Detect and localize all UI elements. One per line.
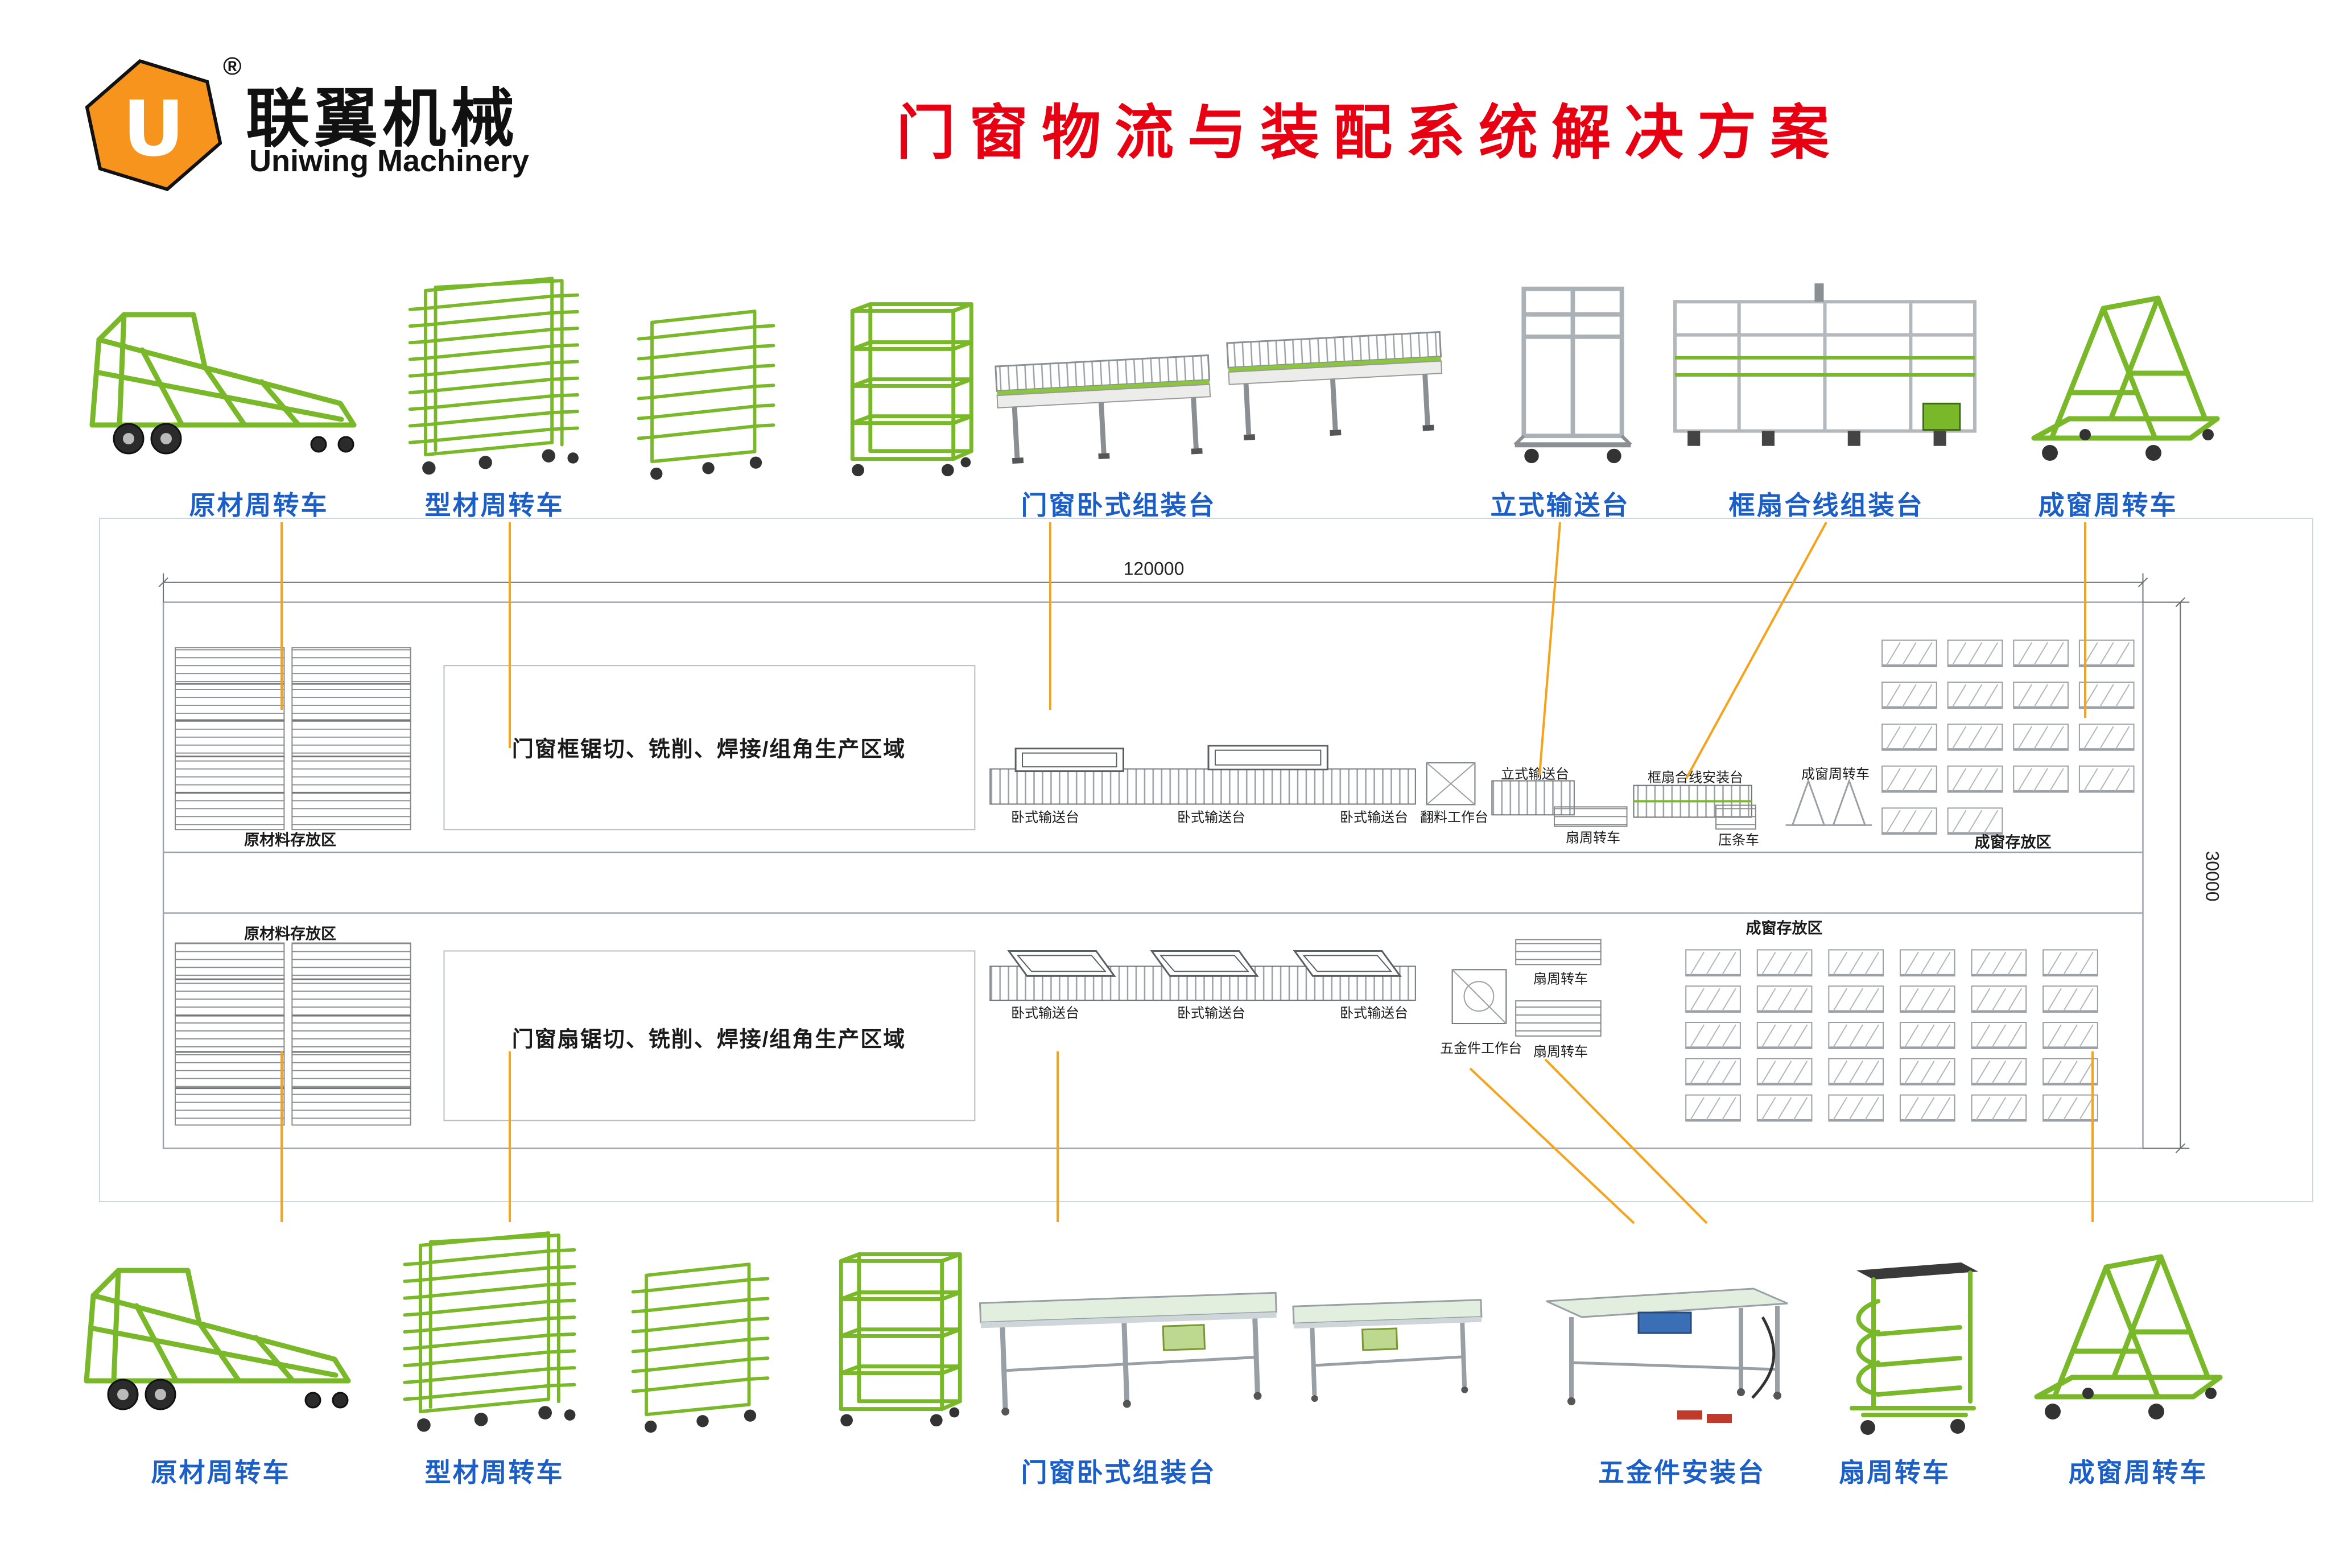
brand-name-cn: 联翼机械: [246, 83, 519, 154]
finished-storage-top: [1881, 639, 2135, 835]
frame-sash-line-machine-icon: [1664, 272, 1986, 472]
page-title: 门窗物流与装配系统解决方案: [896, 100, 1843, 166]
sash-cart-plan-b1: [1515, 939, 1602, 965]
sash-cart-b2-label: 扇周转车: [1533, 1044, 1588, 1060]
profile-rack-cart-icon: [382, 262, 599, 484]
sash-cart-plan-top: [1553, 806, 1628, 827]
top-label-raw-material-cart: 原材周转车: [189, 490, 329, 520]
trailer-cart-icon: [68, 1243, 364, 1420]
assembly-table-icon: [976, 1255, 1488, 1425]
trailer-cart-icon: [74, 287, 370, 464]
top-label-finished-cart: 成窗周转车: [2038, 490, 2178, 520]
sash-production-zone-label: 门窗扇锯切、铣削、焊接/组角生产区域: [511, 1028, 906, 1052]
sash-cart-icon: [1823, 1237, 1994, 1442]
profile-rack-cart-medium-icon: [617, 296, 799, 484]
finished-storage-label-bottom: 成窗存放区: [1746, 919, 1823, 937]
sash-production-zone-box: [443, 950, 976, 1121]
bottom-label-sash-cart: 扇周转车: [1839, 1458, 1950, 1487]
top-label-vertical-conveyor: 立式输送台: [1490, 490, 1630, 520]
bead-cart-label: 压条车: [1718, 832, 1759, 848]
hardware-worktable-label: 五金件工作台: [1440, 1041, 1522, 1057]
bottom-label-assembly-table: 门窗卧式组装台: [1021, 1458, 1216, 1487]
hardware-worktable-plan: [1451, 969, 1507, 1025]
sash-cart-b1-label: 扇周转车: [1533, 971, 1588, 987]
bottom-label-hardware-table: 五金件安装台: [1598, 1458, 1765, 1487]
sash-conveyor1-label: 卧式输送台: [1011, 1005, 1079, 1021]
plan-dim-height: 30000: [2202, 851, 2223, 902]
profile-rack-cart-medium-icon: [612, 1249, 794, 1437]
roller-assembly-table-icon: [984, 287, 1462, 467]
raw-storage-label-bottom: 原材料存放区: [244, 925, 336, 943]
frame-conveyor1-label: 卧式输送台: [1011, 810, 1079, 826]
a-frame-cart-icon: [2017, 273, 2233, 472]
uniwing-logo-icon: U: [85, 59, 222, 192]
raw-storage-racks-top: [175, 647, 411, 831]
plan-outline: [162, 601, 2144, 1149]
finished-cart-plan: [1785, 778, 1872, 826]
plan-dim-width: 120000: [1123, 558, 1185, 579]
bottom-label-finished-cart: 成窗周转车: [2068, 1458, 2208, 1487]
raw-storage-label-top: 原材料存放区: [244, 831, 336, 849]
frame-conveyor3-label: 卧式输送台: [1340, 810, 1408, 826]
top-label-assembly-table: 门窗卧式组装台: [1021, 490, 1216, 520]
floor-plan: 120000 30000 原材料存放区 门窗框锯切、铣削、焊接/组角生产区域 卧…: [99, 518, 2313, 1202]
sash-cart-plan-top-label: 扇周转车: [1566, 830, 1620, 846]
top-label-profile-cart: 型材周转车: [424, 490, 564, 520]
flip-worktable-label: 翻料工作台: [1420, 810, 1488, 826]
frame-sash-install-label: 框扇合线安装台: [1648, 770, 1743, 786]
bottom-label-raw-material-cart: 原材周转车: [151, 1458, 291, 1487]
shelf-cart-icon: [822, 287, 981, 484]
frame-production-zone-box: [443, 665, 976, 831]
sash-conveyor2-label: 卧式输送台: [1177, 1005, 1245, 1021]
profile-rack-cart-icon: [377, 1215, 596, 1442]
registered-mark: ®: [223, 52, 242, 80]
frame-conveyor2-label: 卧式输送台: [1177, 810, 1245, 826]
sash-cart-plan-b2: [1515, 1000, 1602, 1037]
frame-production-zone-label: 门窗框锯切、铣削、焊接/组角生产区域: [511, 737, 906, 762]
sash-line-conveyor: [989, 950, 1416, 1001]
finished-storage-bottom: [1685, 948, 2099, 1122]
flip-worktable-plan: [1426, 762, 1476, 806]
vertical-conveyor-plan-label: 立式输送台: [1501, 766, 1569, 782]
vertical-conveyor-icon: [1505, 279, 1639, 468]
shelf-cart-icon: [811, 1237, 970, 1434]
hardware-install-table-icon: [1536, 1249, 1798, 1437]
finished-storage-label-top: 成窗存放区: [1974, 833, 2052, 851]
sash-conveyor3-label: 卧式输送台: [1340, 1005, 1408, 1021]
raw-storage-racks-bottom: [175, 942, 411, 1126]
floor-plan-linework: [158, 573, 2190, 1153]
frame-line-conveyor: [989, 745, 1416, 805]
brand-name-en: Uniwing Machinery: [249, 144, 530, 178]
a-frame-cart-icon: [2020, 1232, 2236, 1431]
top-label-frame-sash-machine: 框扇合线组装台: [1728, 490, 1924, 520]
bottom-label-profile-cart: 型材周转车: [424, 1458, 564, 1487]
finished-cart-plan-label: 成窗周转车: [1801, 766, 1870, 782]
logo-letter: U: [122, 84, 184, 174]
bead-cart-plan: [1715, 804, 1756, 830]
